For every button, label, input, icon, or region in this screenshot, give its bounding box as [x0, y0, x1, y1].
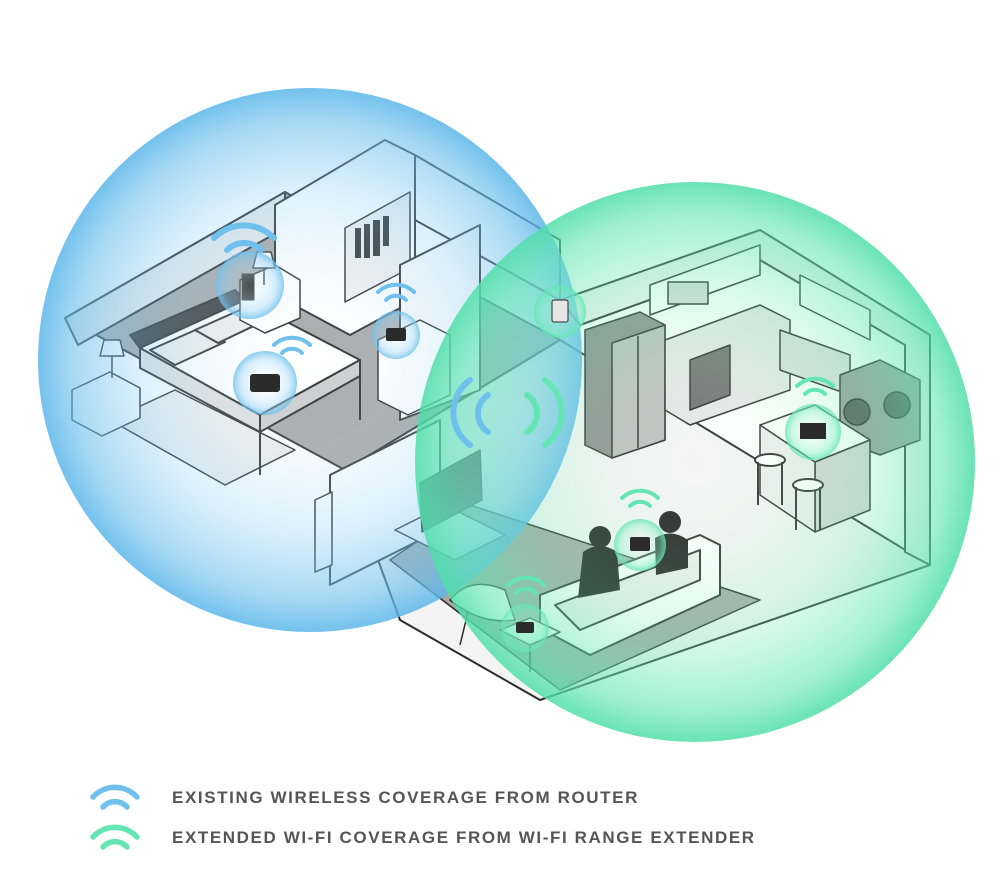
legend-extender: EXTENDED WI-FI COVERAGE FROM WI-FI RANGE…	[88, 822, 848, 854]
legend-router: EXISTING WIRELESS COVERAGE FROM ROUTER	[88, 782, 848, 814]
legend-extender-label: EXTENDED WI-FI COVERAGE FROM WI-FI RANGE…	[172, 828, 756, 847]
router-signals	[211, 222, 491, 448]
hall-device-icon	[386, 328, 406, 341]
extender-coverage-bubble	[415, 182, 975, 742]
device-orbs	[216, 251, 841, 652]
legend-router-label: EXISTING WIRELESS COVERAGE FROM ROUTER	[172, 788, 639, 807]
laptop-icon	[800, 423, 826, 439]
router-orb	[216, 251, 284, 319]
couch-tablet-icon	[630, 537, 650, 551]
floorplan-illustration	[38, 88, 975, 742]
wifi-arcs-icon	[620, 488, 660, 508]
wifi-arcs-icon	[211, 222, 277, 253]
wifi-arcs-icon	[795, 376, 835, 396]
wifi-arcs-icon	[90, 824, 140, 850]
tablet-icon	[250, 374, 280, 392]
wall-signal-left-icon	[450, 377, 491, 448]
phone-icon	[516, 622, 534, 633]
extender-device	[551, 299, 569, 323]
wifi-arcs-icon	[272, 335, 312, 355]
wifi-arcs-icon	[90, 784, 140, 810]
wall-signal-right-icon	[524, 377, 565, 448]
wifi-arcs-icon	[506, 575, 546, 595]
wifi-arcs-icon	[376, 282, 416, 302]
extender-signals	[506, 376, 835, 595]
